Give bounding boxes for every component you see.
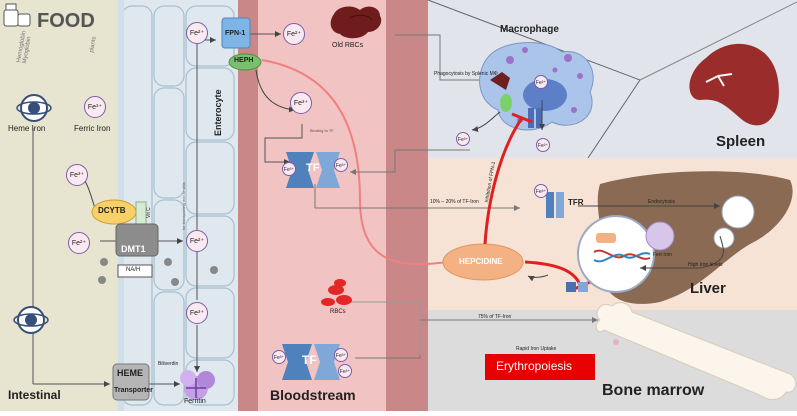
food-title: FOOD xyxy=(37,10,95,32)
nah-exchanger xyxy=(117,264,153,278)
fe2-macrophage-out: Fe²⁺ xyxy=(536,138,550,152)
erythropoiesis-label: Erythropoiesis xyxy=(496,359,573,373)
fe3-tf-lower-right: Fe³⁺ xyxy=(334,348,348,362)
macrophage-transporter-a xyxy=(528,108,534,128)
ferric-iron-ion: Fe³⁺ xyxy=(84,96,106,118)
spleen-label: Spleen xyxy=(716,133,766,150)
fe3-tf-left: Fe³⁺ xyxy=(282,162,296,176)
hepcidine-blob xyxy=(442,243,524,281)
dmt1-channel xyxy=(115,223,159,257)
fe3-liver-tfr: Fe³⁺ xyxy=(534,184,548,198)
fe3-tf-lower-right2: Fe³⁺ xyxy=(338,364,352,378)
endocytosis-label: Endocytosis xyxy=(648,199,675,205)
tfr-label: TFR xyxy=(568,198,584,207)
fe3-blood: Fe³⁺ xyxy=(290,92,312,114)
tf-label-lower: TF xyxy=(302,353,317,367)
binding-note: Binding to TF xyxy=(310,128,334,133)
heme-molecule-top xyxy=(16,94,52,122)
fe3-binding-arrow xyxy=(264,124,303,165)
fe3-tf-right: Fe³⁺ xyxy=(334,158,348,172)
old-rbcs-label: Old RBCs xyxy=(332,42,364,49)
ferritin-icon xyxy=(180,370,215,400)
tf-protein-lower xyxy=(282,344,340,380)
fpn-channel xyxy=(500,94,512,112)
tfr-receptor xyxy=(546,192,554,218)
vessel-wall-left xyxy=(238,0,258,411)
bone-icon xyxy=(595,302,797,400)
heme-molecule-bottom xyxy=(13,306,49,334)
phagocytosis-label: Phagocytosis by Splenic MΦ xyxy=(434,71,498,77)
rapid-uptake-label: Rapid Iron Uptake xyxy=(516,346,557,352)
fe2-macrophage: Fe²⁺ xyxy=(534,75,548,89)
fe2-enterocyte-mid: Fe²⁺ xyxy=(186,230,208,252)
enterocyte-note: for transporting iron to villis xyxy=(181,182,186,230)
old-rbc-to-macrophage-line xyxy=(395,34,490,83)
spleen-callout-line xyxy=(639,1,797,81)
food-icon xyxy=(3,3,31,27)
inhibition-curve xyxy=(261,59,449,266)
bloodstream-panel xyxy=(258,0,386,411)
bone-marrow-label: Bone marrow xyxy=(602,382,705,399)
rbcs-icon xyxy=(321,279,352,306)
fpn1-label: FPN-1 xyxy=(225,30,246,37)
nah-label: NA/H xyxy=(126,267,141,273)
fe3-enterocyte-bottom: Fe³⁺ xyxy=(186,302,208,324)
liver-fpn xyxy=(566,282,576,292)
macrophage-label: Macrophage xyxy=(500,24,559,35)
macrophage-transporter-b xyxy=(536,108,542,128)
high-iron-label: High Iron levels xyxy=(688,262,723,268)
endosome-small xyxy=(713,227,735,249)
enterocyte-label: Enterocyte xyxy=(213,89,223,136)
liver-label: Liver xyxy=(690,280,726,297)
fe3-lumen-ion: Fe³⁺ xyxy=(66,164,88,186)
rbc-line xyxy=(350,301,421,355)
tf-iron-liver-label: 10% – 20% of TF-Iron xyxy=(430,199,479,205)
fpn1-channel xyxy=(221,17,251,49)
inhibition-arrow xyxy=(483,117,524,245)
fe2-blood-top: Fe²⁺ xyxy=(283,23,305,45)
ferric-iron-label: Ferric Iron xyxy=(74,124,111,133)
ferritin-label: Ferritin xyxy=(184,398,206,405)
spleen-organ xyxy=(689,43,779,126)
heph-enzyme xyxy=(228,53,262,71)
endosome xyxy=(721,195,755,229)
fe3-tf-lower-left: Fe³⁺ xyxy=(272,350,286,364)
phagocytosed-rbc xyxy=(490,72,510,90)
cotransport-ions xyxy=(98,258,218,286)
fe2-enterocyte-top: Fe²⁺ xyxy=(186,22,208,44)
heme-iron-label: Heme Iron xyxy=(8,124,46,133)
transporter-label: Transporter xyxy=(114,387,153,394)
ferritin-store xyxy=(645,221,675,251)
old-rbcs-icon xyxy=(330,6,382,39)
heme-transporter xyxy=(112,363,150,401)
vessel-wall-right xyxy=(386,0,428,411)
erythropoiesis-box xyxy=(485,354,595,380)
macrophage-to-tf-line xyxy=(350,149,470,175)
biliverdin-label: Biliverdin xyxy=(158,361,179,367)
tf-label-upper: TF xyxy=(306,162,320,174)
heme-label: HEME xyxy=(117,368,144,378)
macrophage-nucleus xyxy=(523,79,567,111)
dmt1-label: DMT1 xyxy=(121,244,146,254)
hepcidine-label: HEPCIDINE xyxy=(459,257,503,266)
dcytb-label: DCYTB xyxy=(98,206,126,215)
bloodstream-label: Bloodstream xyxy=(270,387,356,403)
vitc-label: Vit C xyxy=(146,207,152,218)
ferritin-iron-label: Ferr iron xyxy=(653,252,672,258)
heph-oxidation-arrow xyxy=(255,69,296,113)
intestinal-label: Intestinal xyxy=(8,388,61,402)
fe3-spleen: Fe³⁺ xyxy=(456,132,470,146)
rbcs-label: RBCs xyxy=(330,309,346,315)
fe2-lumen-ion: Fe²⁺ xyxy=(68,232,90,254)
tf-iron-marrow-label: 75% of TF-Iron xyxy=(478,314,512,320)
heph-label: HEPH xyxy=(234,57,254,64)
